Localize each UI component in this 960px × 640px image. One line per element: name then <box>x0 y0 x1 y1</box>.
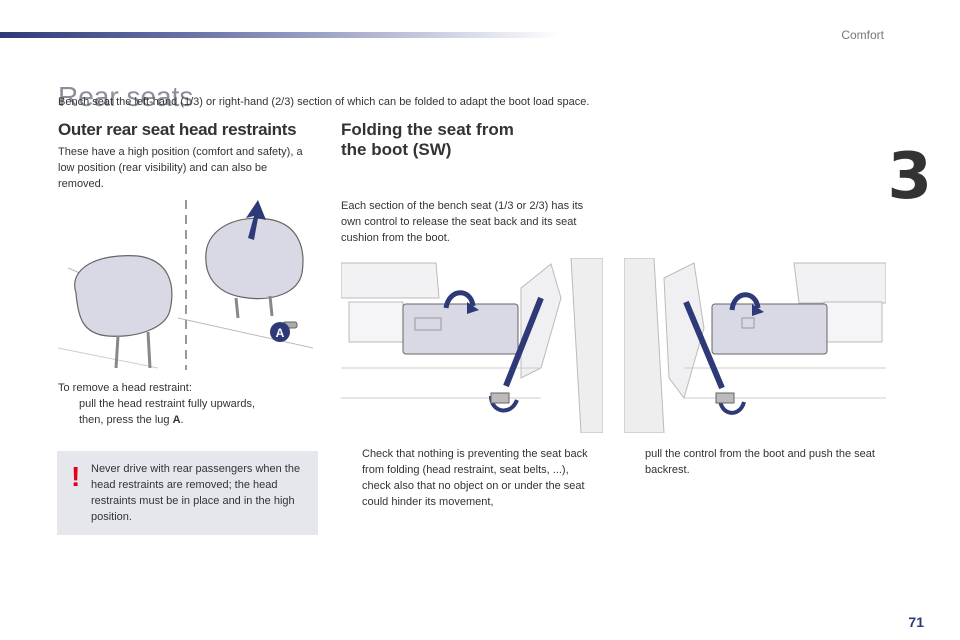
removal-step-2: then, press the lug A. <box>79 414 184 426</box>
boot-illustration-left <box>341 258 603 433</box>
folding-heading: Folding the seat from the boot (SW) <box>341 120 514 159</box>
chapter-number: 3 <box>887 140 932 214</box>
boot-illustration-right <box>624 258 886 433</box>
folding-step-2: check also that no object on or under th… <box>362 480 585 508</box>
header-bar <box>0 32 560 38</box>
removal-intro: To remove a head restraint: <box>58 382 192 394</box>
folding-steps-right: pull the control from the boot and push … <box>624 446 884 478</box>
warning-box: ! Never drive with rear passengers when … <box>57 451 318 535</box>
removal-step-1: pull the head restraint fully upwards, <box>79 398 256 410</box>
page-intro: Bench seat the left-hand (1/3) or right-… <box>58 96 590 108</box>
warning-icon: ! <box>71 461 81 492</box>
folding-step-1: Check that nothing is preventing the sea… <box>362 448 588 476</box>
removal-instructions: To remove a head restraint: pull the hea… <box>58 380 318 428</box>
page-number: 71 <box>908 614 924 630</box>
folding-steps-left: Check that nothing is preventing the sea… <box>341 446 601 510</box>
lug-label: A <box>276 326 285 340</box>
page-title: Rear seats <box>58 80 194 112</box>
section-label: Comfort <box>841 28 884 42</box>
warning-text: Never drive with rear passengers when th… <box>91 463 301 523</box>
headrests-heading: Outer rear seat head restraints <box>58 120 297 139</box>
headrests-description: These have a high position (comfort and … <box>58 146 303 190</box>
headrest-illustration: A <box>58 200 314 370</box>
folding-step-3: pull the control from the boot and push … <box>645 448 875 476</box>
folding-description: Each section of the bench seat (1/3 or 2… <box>341 200 584 244</box>
